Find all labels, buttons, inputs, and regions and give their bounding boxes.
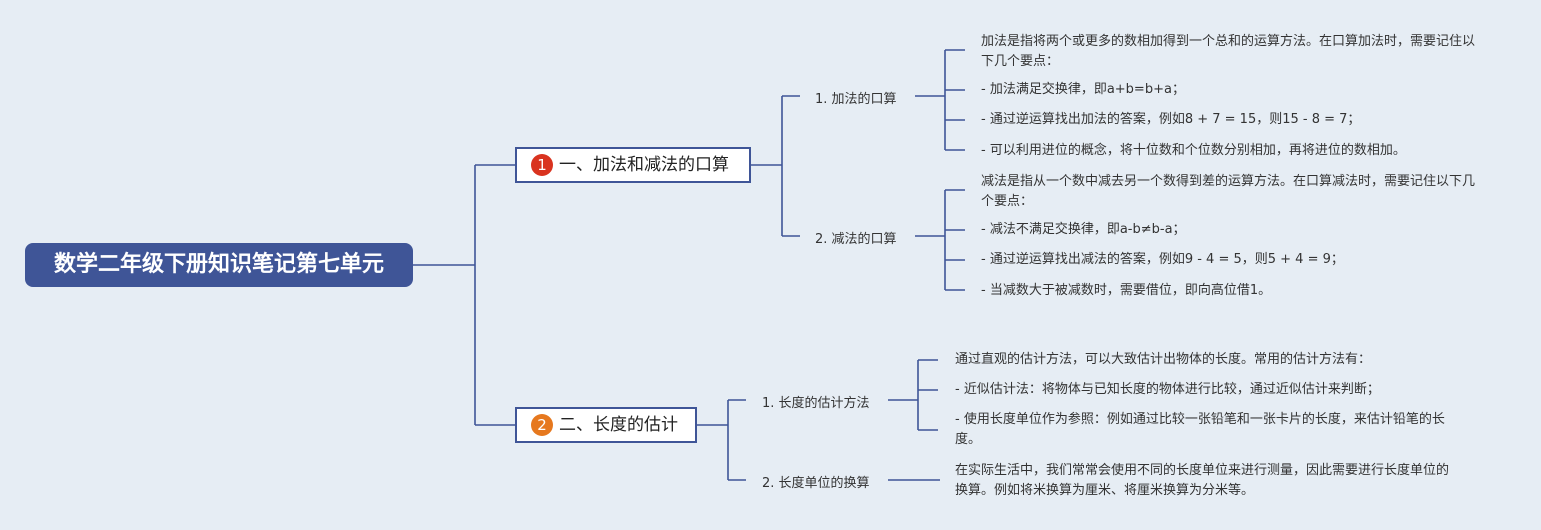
sub-topic-estimation-method[interactable]: 1. 长度的估计方法	[762, 396, 870, 411]
leaf-text[interactable]: - 减法不满足交换律，即a-b≠b-a；	[981, 222, 1186, 237]
connector-sub-2-1	[888, 359, 938, 431]
leaf-text[interactable]: - 通过逆运算找出加法的答案，例如8 + 7 = 15，则15 - 8 = 7；	[981, 112, 1361, 127]
sub-topic-addition[interactable]: 1. 加法的口算	[815, 92, 897, 107]
leaf-text[interactable]: - 通过逆运算找出减法的答案，例如9 - 4 = 5，则5 + 4 = 9；	[981, 252, 1344, 267]
branch-label: 二、长度的估计	[559, 415, 678, 435]
connector-sub-1-1	[915, 49, 965, 151]
leaf-text[interactable]: - 可以利用进位的概念，将十位数和个位数分别相加，再将进位的数相加。	[981, 143, 1406, 158]
sub-topic-subtraction[interactable]: 2. 减法的口算	[815, 232, 897, 247]
branch-label: 一、加法和减法的口算	[559, 155, 729, 175]
leaf-text[interactable]: - 加法满足交换律，即a+b=b+a；	[981, 82, 1185, 97]
connector-root	[413, 164, 515, 426]
leaf-text[interactable]: 减法是指从一个数中减去另一个数得到差的运算方法。在口算减法时，需要记住以下几个要…	[981, 174, 1476, 209]
sub-topic-unit-conversion[interactable]: 2. 长度单位的换算	[762, 476, 870, 491]
branch-length-estimation[interactable]: 2 二、长度的估计	[515, 407, 697, 443]
leaf-text[interactable]: - 当减数大于被减数时，需要借位，即向高位借1。	[981, 283, 1272, 298]
leaf-text[interactable]: 在实际生活中，我们常常会使用不同的长度单位来进行测量，因此需要进行长度单位的换算…	[955, 463, 1450, 498]
number-badge: 1	[531, 154, 553, 176]
branch-addition-subtraction[interactable]: 1 一、加法和减法的口算	[515, 147, 751, 183]
root-topic[interactable]: 数学二年级下册知识笔记第七单元	[25, 243, 413, 287]
connector-branch-2	[697, 399, 746, 481]
leaf-text[interactable]: - 使用长度单位作为参照：例如通过比较一张铅笔和一张卡片的长度，来估计铅笔的长度…	[955, 412, 1445, 447]
connector-branch-1	[751, 95, 800, 237]
connector-sub-1-2	[915, 189, 965, 291]
leaf-text[interactable]: - 近似估计法：将物体与已知长度的物体进行比较，通过近似估计来判断；	[955, 382, 1380, 397]
leaf-text[interactable]: 通过直观的估计方法，可以大致估计出物体的长度。常用的估计方法有：	[955, 352, 1372, 367]
leaf-text[interactable]: 加法是指将两个或更多的数相加得到一个总和的运算方法。在口算加法时，需要记住以下几…	[981, 34, 1476, 69]
number-badge: 2	[531, 414, 553, 436]
